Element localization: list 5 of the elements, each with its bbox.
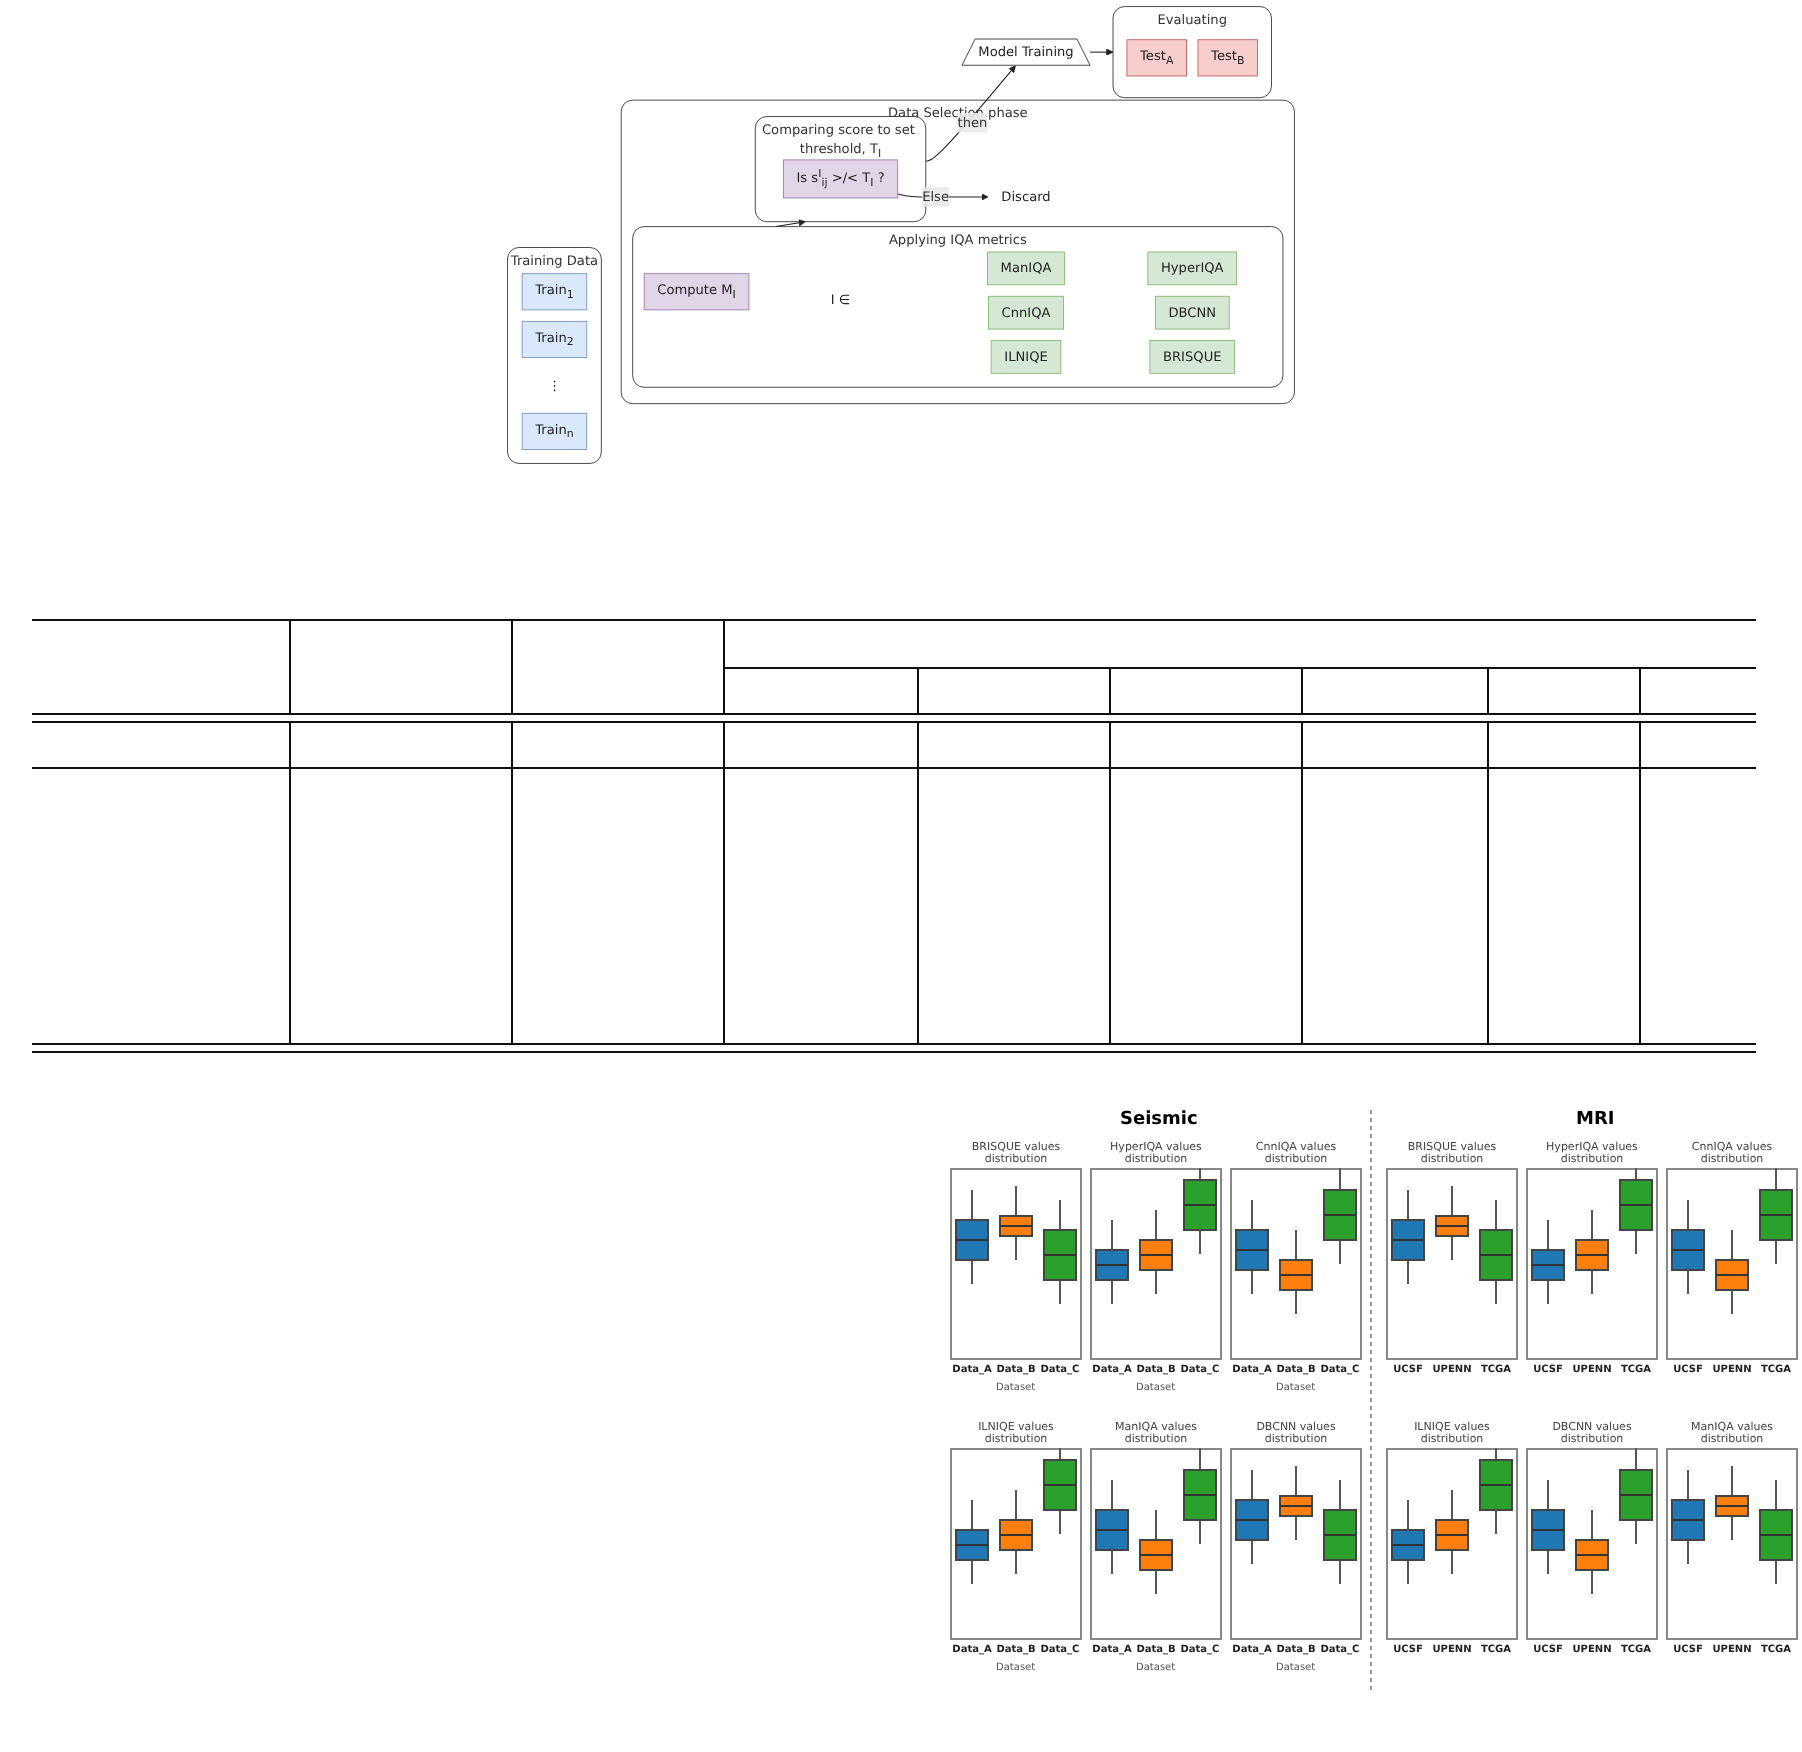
- arrow: [925, 65, 1016, 162]
- panel-heading: MRI: [1576, 1110, 1615, 1130]
- arrow: [775, 219, 806, 228]
- panel-heading: Seismic: [1120, 1110, 1198, 1130]
- arrow: [1089, 48, 1114, 56]
